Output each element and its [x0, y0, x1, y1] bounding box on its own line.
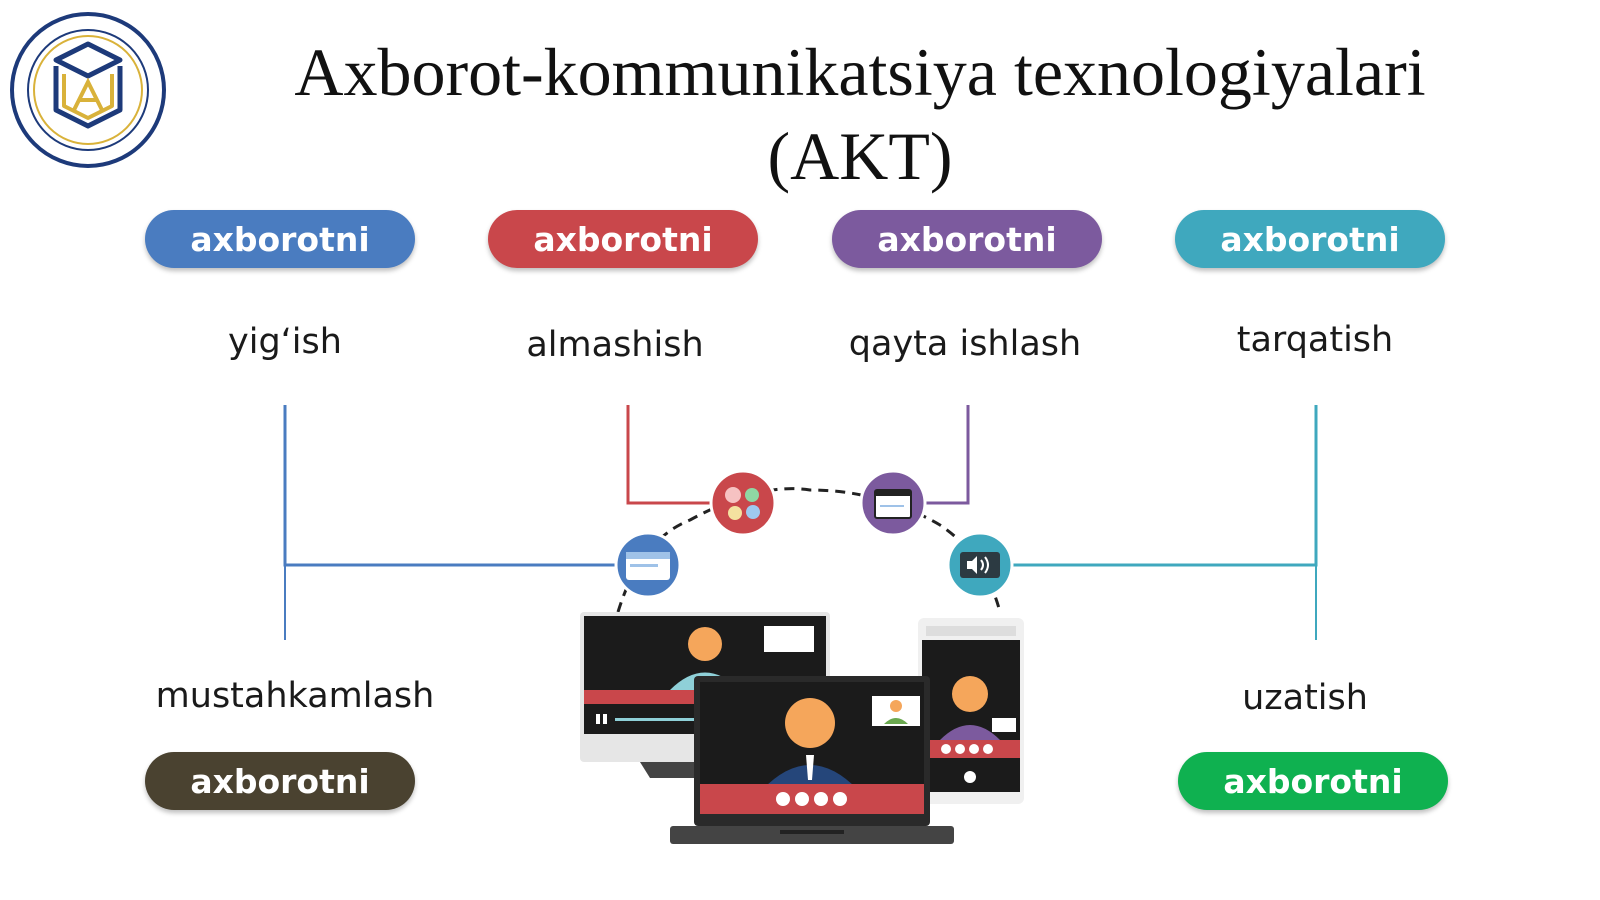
connector-teal: [1010, 405, 1318, 567]
label-exchange: almashish: [526, 325, 704, 365]
laptop: [670, 676, 954, 844]
connector-red: [626, 405, 716, 505]
pill-exchange: axborotni: [488, 210, 758, 268]
pill-store: axborotni: [145, 752, 415, 810]
label-transmit: uzatish: [1242, 678, 1368, 718]
label-store: mustahkamlash: [155, 676, 435, 716]
connector-purple: [918, 405, 970, 505]
pill-process: axborotni: [832, 210, 1102, 268]
page-title: Axborot-kommunikatsiya texnologiyalari (…: [240, 30, 1480, 198]
connector-lines: [283, 405, 1318, 640]
pill-distribute: axborotni: [1175, 210, 1445, 268]
connector-blue: [283, 405, 620, 567]
calendar-icon: [859, 469, 927, 537]
label-process: qayta ishlash: [848, 324, 1082, 364]
chat-bubbles-icon: [709, 469, 777, 537]
title-line-2: (AKT): [767, 118, 953, 194]
pill-collect: axborotni: [145, 210, 415, 268]
title-line-1: Axborot-kommunikatsiya texnologiyalari: [294, 34, 1426, 110]
label-collect: yigʻish: [228, 322, 342, 362]
speaker-icon: [946, 531, 1014, 599]
pill-transmit: axborotni: [1178, 752, 1448, 810]
mobile-phone: [918, 618, 1024, 804]
label-distribute: tarqatish: [1236, 320, 1394, 360]
institution-seal-logo: [10, 12, 166, 168]
browser-icon: [614, 531, 682, 599]
